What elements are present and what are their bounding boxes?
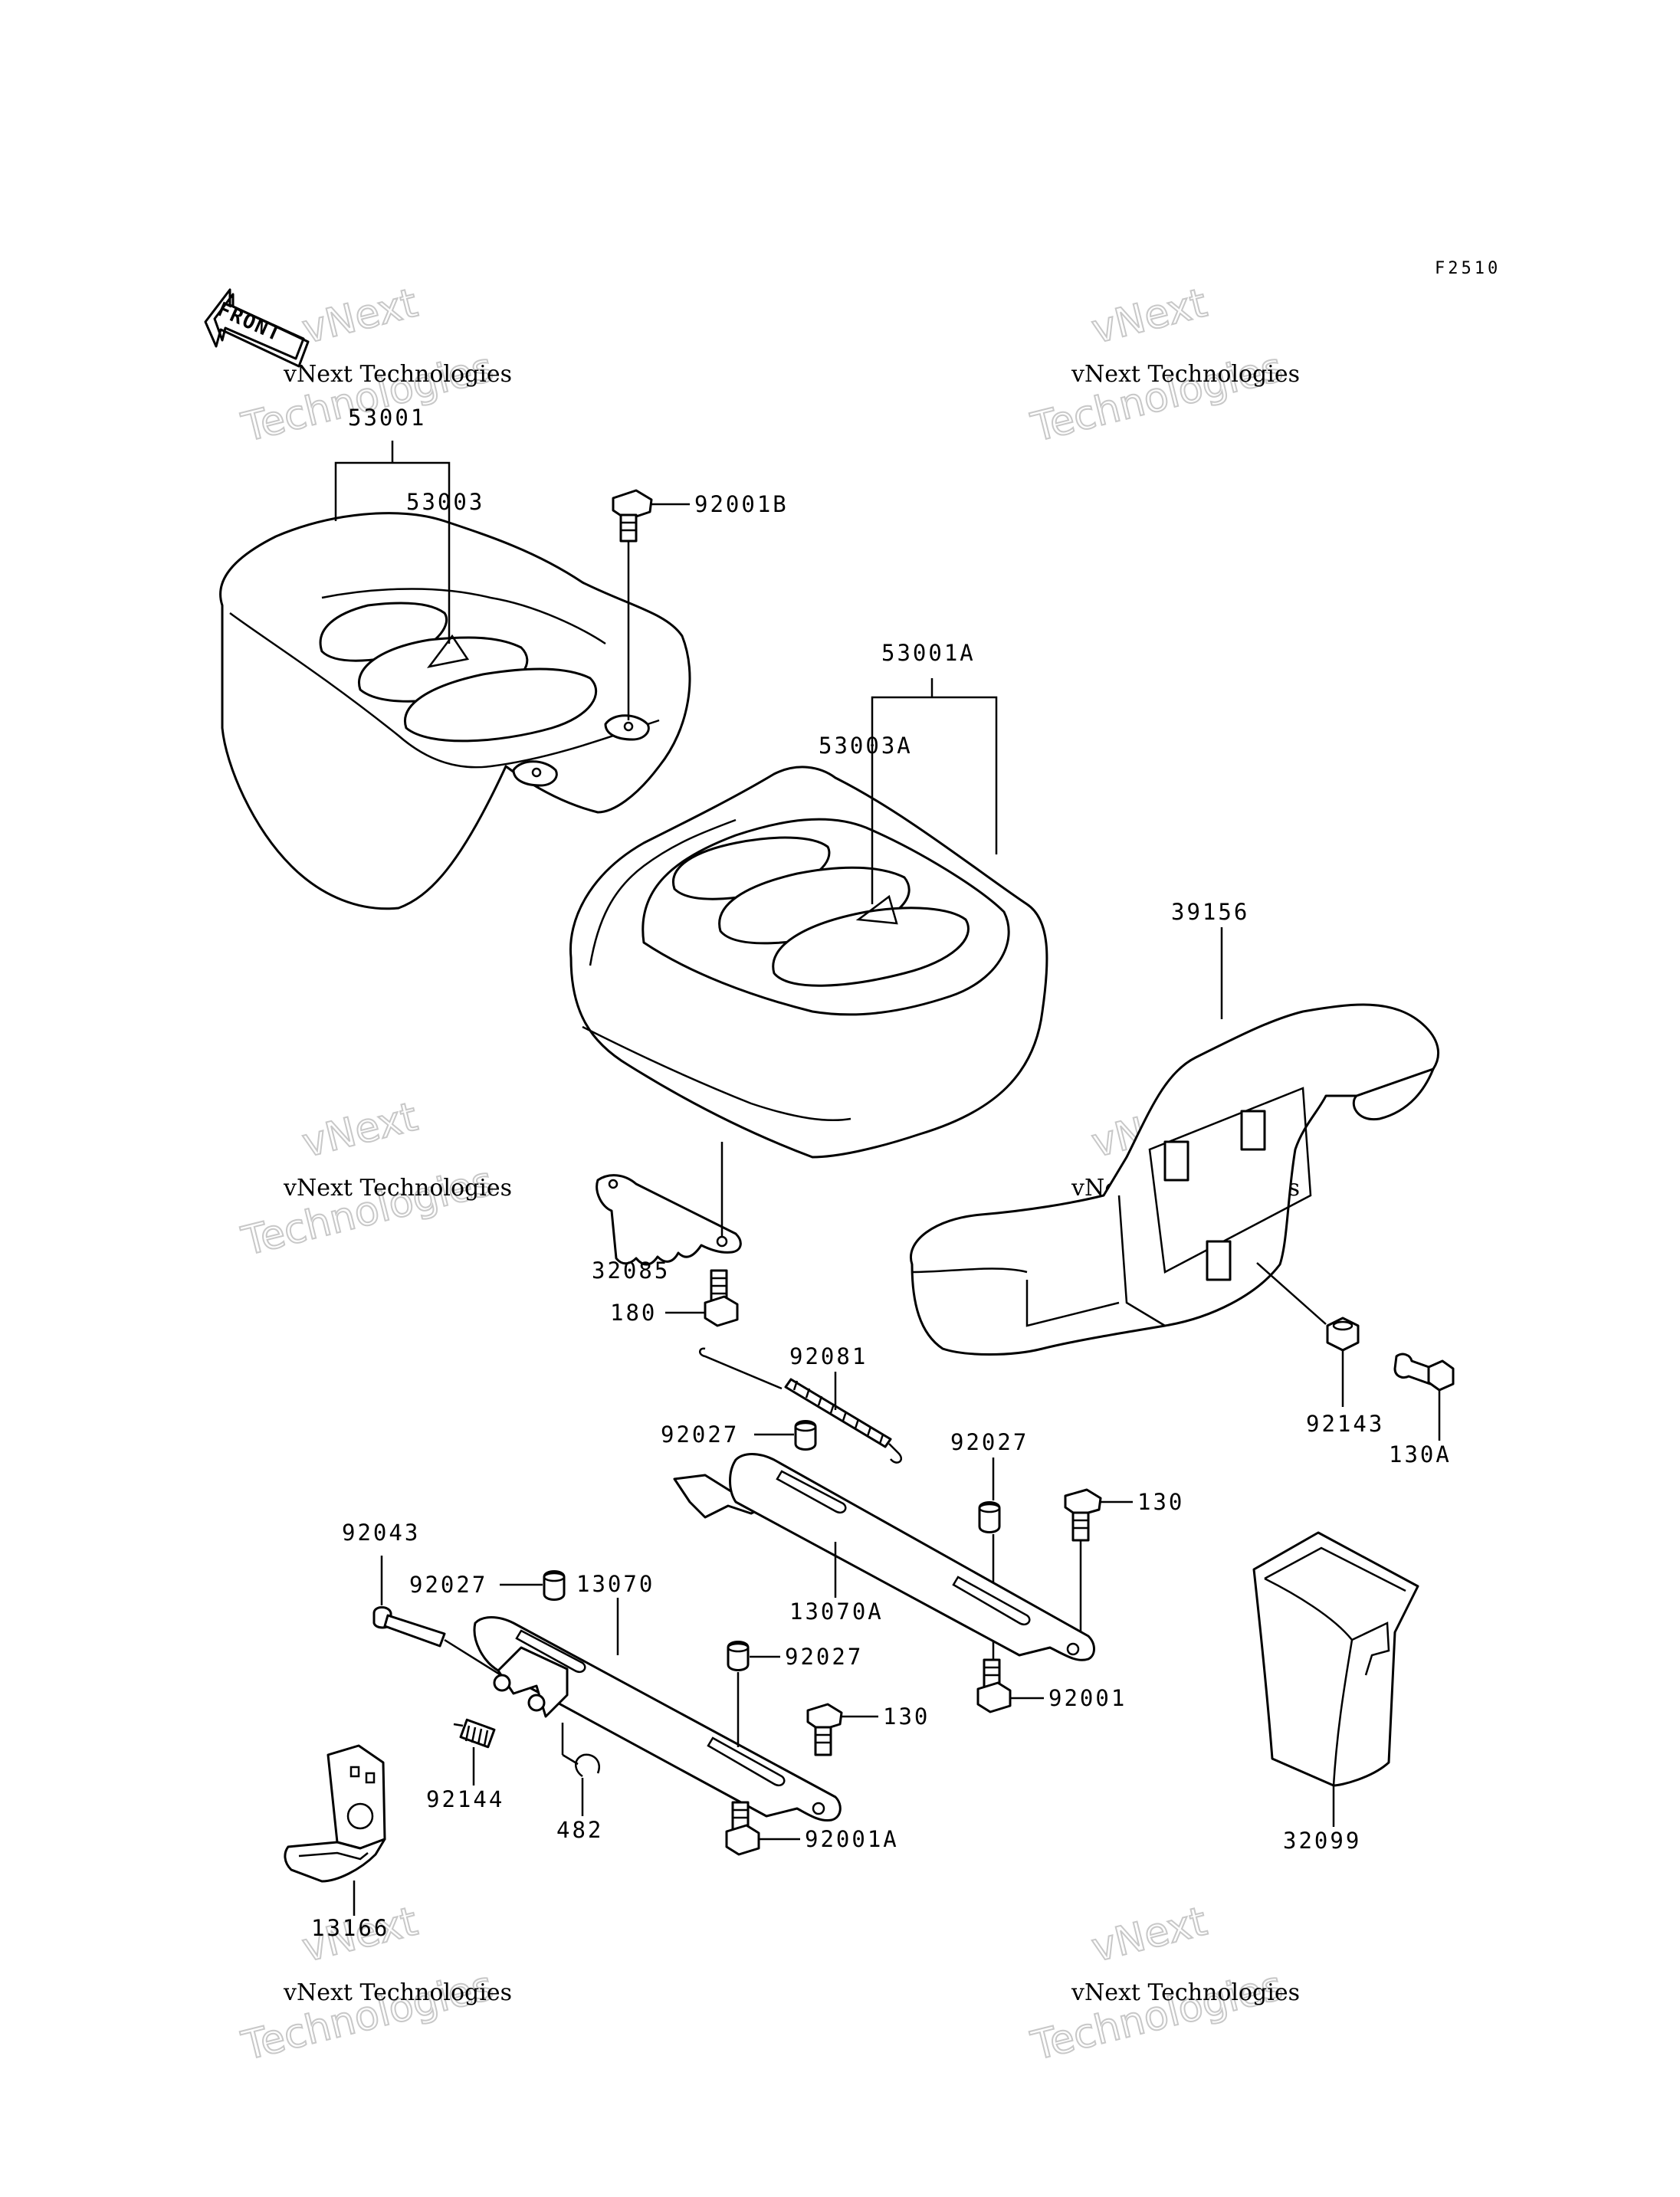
part-label-32085: 32085 bbox=[592, 1258, 670, 1284]
svg-text:vNext: vNext bbox=[298, 1094, 422, 1167]
part-label-92001B: 92001B bbox=[694, 491, 789, 517]
part-label-482: 482 bbox=[556, 1817, 603, 1843]
seat-53001 bbox=[219, 512, 691, 910]
bolt-130-a bbox=[1064, 1488, 1102, 1542]
watermark-bottom-right: vNext Technologies vNext Technologies bbox=[1026, 1898, 1300, 2071]
part-label-13070: 13070 bbox=[576, 1571, 655, 1597]
part-label-180: 180 bbox=[610, 1300, 657, 1326]
collar-92027-b bbox=[978, 1501, 1001, 1533]
pin-92043 bbox=[372, 1606, 507, 1680]
bolt-130A bbox=[1393, 1353, 1455, 1392]
leader-53001A bbox=[871, 678, 998, 904]
collar-92027-c bbox=[543, 1570, 566, 1601]
part-label-92144: 92144 bbox=[426, 1786, 504, 1812]
leader-482-diag bbox=[562, 1753, 579, 1766]
seat-53001A bbox=[569, 766, 1048, 1159]
part-label-130-b: 130 bbox=[883, 1703, 930, 1730]
svg-text:vNext: vNext bbox=[298, 280, 422, 353]
spring-92081 bbox=[699, 1347, 903, 1464]
part-label-39156: 39156 bbox=[1171, 899, 1249, 925]
spring-92144 bbox=[453, 1718, 496, 1749]
bolt-180 bbox=[704, 1269, 739, 1327]
collar-92027-a bbox=[794, 1420, 817, 1451]
front-arrow-icon: FRONT bbox=[204, 288, 310, 368]
circlip-482 bbox=[575, 1753, 600, 1778]
svg-text:vNext: vNext bbox=[1088, 280, 1212, 353]
bolt-130-b bbox=[806, 1703, 843, 1756]
watermark-top-right: vNext Technologies vNext Technologies bbox=[1026, 280, 1300, 452]
svg-text:vNext Technologies: vNext Technologies bbox=[283, 361, 512, 388]
part-label-92081: 92081 bbox=[789, 1343, 868, 1369]
liner-box-32099 bbox=[1252, 1531, 1419, 1787]
part-label-53003A: 53003A bbox=[819, 733, 913, 759]
part-label-92027-c: 92027 bbox=[409, 1572, 487, 1598]
part-label-92143: 92143 bbox=[1306, 1411, 1384, 1437]
part-label-13070A: 13070A bbox=[789, 1599, 884, 1625]
bracket-13166 bbox=[284, 1744, 386, 1883]
strap-32085 bbox=[596, 1174, 742, 1266]
part-label-92027-b: 92027 bbox=[950, 1429, 1029, 1455]
bolt-92001B bbox=[612, 489, 653, 543]
part-label-53001: 53001 bbox=[348, 405, 426, 431]
bolt-92001 bbox=[976, 1658, 1012, 1713]
part-label-13166: 13166 bbox=[311, 1915, 389, 1941]
part-label-92027-d: 92027 bbox=[785, 1644, 863, 1670]
bolt-92001A bbox=[725, 1801, 760, 1856]
part-label-130-a: 130 bbox=[1137, 1489, 1184, 1515]
svg-text:vNext: vNext bbox=[1088, 1899, 1212, 1972]
collar-92027-d bbox=[727, 1641, 750, 1671]
part-label-53003: 53003 bbox=[406, 489, 484, 515]
svg-text:vNext Technologies: vNext Technologies bbox=[283, 1979, 512, 2006]
leader-92143-to-box bbox=[1256, 1262, 1327, 1325]
svg-text:vNext Technologies: vNext Technologies bbox=[1071, 361, 1300, 388]
hinge-arm-13070A bbox=[673, 1453, 1095, 1661]
nut-92143 bbox=[1326, 1317, 1360, 1352]
part-label-92027-a: 92027 bbox=[661, 1421, 739, 1448]
svg-text:vNext Technologies: vNext Technologies bbox=[1071, 1979, 1300, 2006]
part-label-92001A: 92001A bbox=[805, 1826, 899, 1852]
hinge-arm-13070 bbox=[473, 1616, 842, 1822]
figure-code: F2510 bbox=[1435, 259, 1501, 278]
watermark-mid-left: vNext Technologies vNext Technologies bbox=[237, 1094, 512, 1266]
part-label-32099: 32099 bbox=[1283, 1828, 1361, 1854]
part-label-130A: 130A bbox=[1389, 1441, 1452, 1467]
storage-box-39156 bbox=[910, 1003, 1440, 1356]
svg-text:vNext Technologies: vNext Technologies bbox=[283, 1175, 512, 1202]
part-label-92001: 92001 bbox=[1048, 1685, 1127, 1711]
part-label-53001A: 53001A bbox=[881, 640, 976, 666]
part-label-92043: 92043 bbox=[342, 1520, 420, 1546]
leader-53001 bbox=[334, 441, 451, 644]
